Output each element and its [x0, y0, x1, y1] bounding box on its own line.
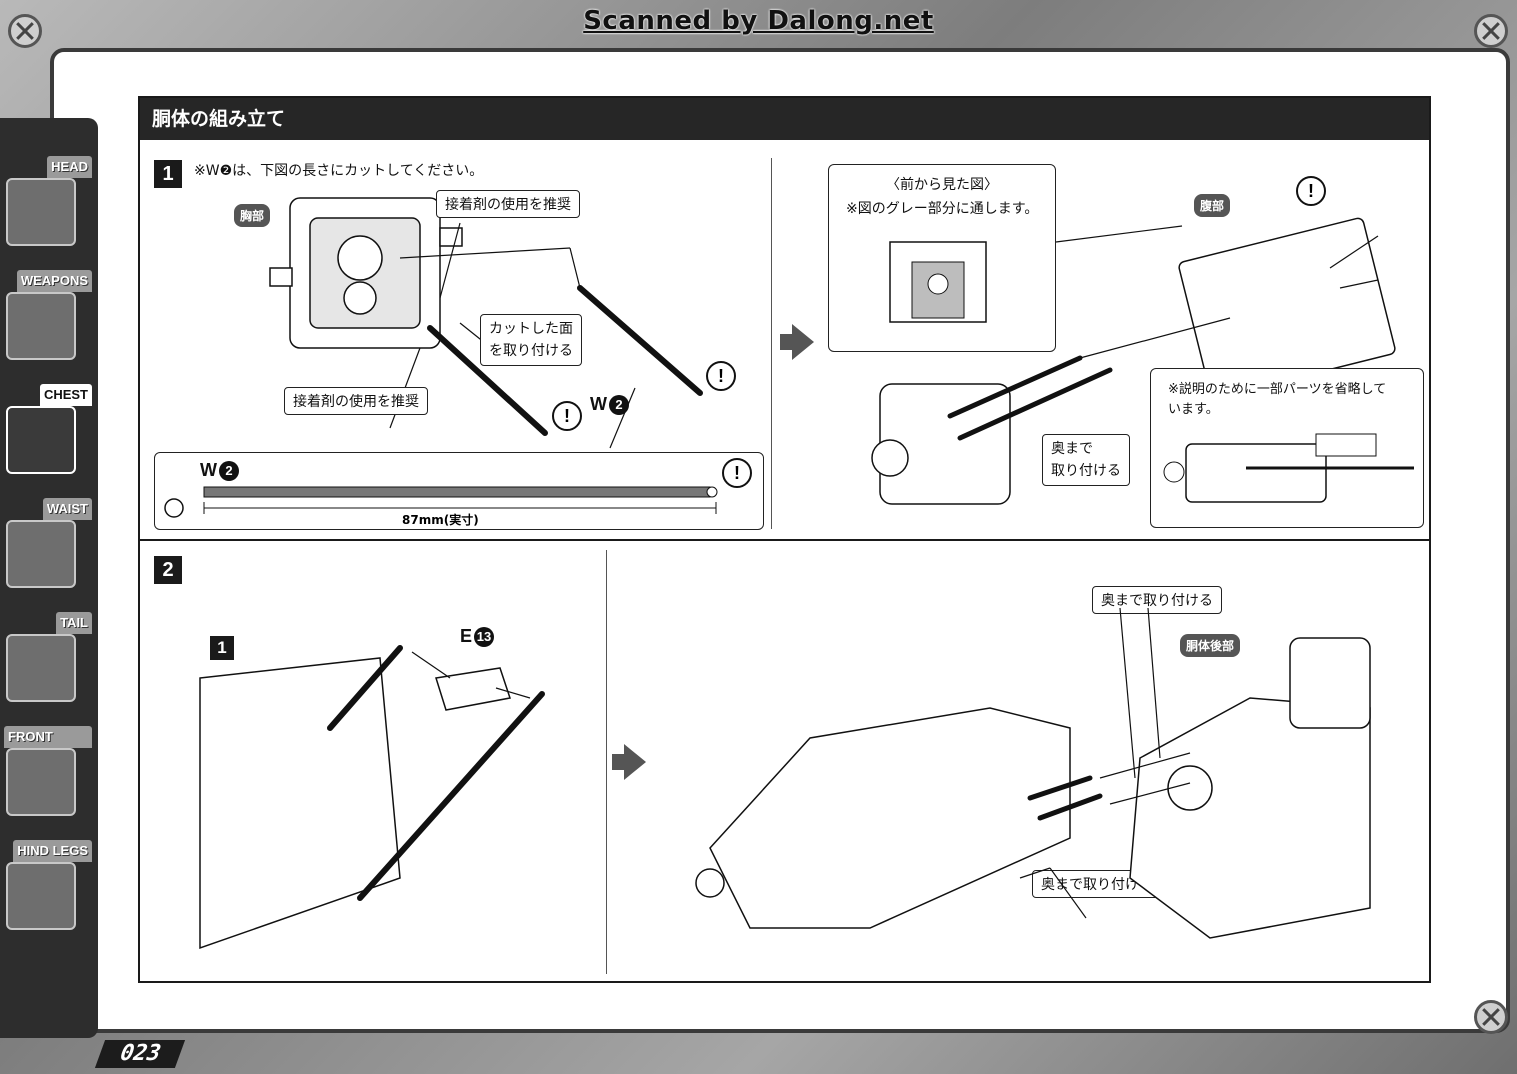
caution-icon: !	[706, 361, 736, 391]
cut-instruction-note: ※W❷は、下図の長さにカットしてください。	[194, 163, 484, 179]
part-number: 2	[219, 461, 239, 482]
caution-icon: !	[552, 401, 582, 431]
chest-assembly-diagram	[269, 197, 703, 449]
abdomen-tag: 腹部	[1194, 194, 1231, 217]
abdomen-assembly-diagram	[871, 217, 1396, 505]
part-letter: E	[460, 626, 473, 646]
section-title: 胴体の組み立て	[140, 98, 1429, 140]
chest-icon	[6, 406, 76, 474]
tab-tail[interactable]: TAIL	[4, 612, 92, 718]
tail-icon	[6, 634, 76, 702]
rod-clip-diagram	[199, 645, 545, 950]
page-number: 023	[94, 1040, 186, 1068]
body-join-diagram	[695, 607, 1371, 939]
part-number: 13	[474, 627, 495, 648]
corner-screw-icon	[8, 14, 42, 48]
insert-fully-callout: 奥まで取り付ける	[1092, 586, 1222, 614]
panel-divider	[771, 158, 772, 529]
tab-label: WAIST	[42, 498, 92, 520]
step-number: 1	[154, 160, 182, 188]
tab-label: HEAD	[47, 156, 92, 178]
tab-label: WEAPONS	[16, 270, 92, 292]
omitted-parts-note: ※説明のために一部パーツを省略して います。	[1168, 382, 1387, 417]
measure-length: 87mm(実寸)	[402, 513, 479, 527]
weapons-icon	[6, 292, 76, 360]
omitted-parts-diagram	[1163, 433, 1414, 503]
front-view-title: 〈前から見た図〉	[886, 177, 998, 193]
tab-front-legs[interactable]: FRONT LEGS	[4, 726, 92, 832]
tab-label: HIND LEGS	[13, 840, 92, 862]
glue-recommended-callout: 接着剤の使用を推奨	[436, 190, 580, 218]
flow-arrow-icon	[612, 744, 646, 780]
tab-waist[interactable]: WAIST	[4, 498, 92, 604]
panel-divider	[606, 550, 607, 974]
corner-screw-icon	[1474, 1000, 1508, 1034]
rear-body-tag: 胴体後部	[1180, 634, 1241, 657]
front-legs-icon	[6, 748, 76, 816]
caution-icon: !	[722, 458, 752, 488]
sub-step-number: 1	[210, 636, 234, 660]
caution-icon: !	[1296, 176, 1326, 206]
actual-size-rod	[164, 486, 718, 518]
step-number: 2	[154, 556, 182, 584]
front-view-diagram	[889, 241, 987, 323]
instruction-panel: 胴体の組み立て 1 ※W❷は、下図の長さにカットしてください。 胸部 接着剤の使…	[138, 96, 1431, 983]
tab-label: TAIL	[56, 612, 92, 634]
part-letter: W	[200, 460, 217, 480]
step-divider	[140, 539, 1429, 541]
tab-label: CHEST	[39, 384, 92, 406]
part-number: 2	[609, 395, 629, 416]
tab-chest[interactable]: CHEST	[4, 384, 92, 490]
flow-arrow-icon	[780, 324, 814, 360]
front-view-note: ※図のグレー部分に通します。	[846, 201, 1039, 217]
waist-icon	[6, 520, 76, 588]
tab-weapons[interactable]: WEAPONS	[4, 270, 92, 376]
tab-hind-legs[interactable]: HIND LEGS	[4, 840, 92, 946]
cut-face-callout: カットした面 を取り付ける	[480, 314, 582, 366]
section-tab-rail: HEAD WEAPONS CHEST WAIST TAIL FRONT LEGS…	[0, 118, 98, 1038]
glue-recommended-callout: 接着剤の使用を推奨	[284, 387, 428, 415]
insert-fully-callout: 奥まで 取り付ける	[1042, 434, 1130, 486]
head-icon	[6, 178, 76, 246]
part-letter: W	[590, 394, 607, 414]
watermark: Scanned by Dalong.net	[583, 6, 934, 36]
hind-legs-icon	[6, 862, 76, 930]
corner-screw-icon	[1474, 14, 1508, 48]
chest-tag: 胸部	[234, 204, 271, 227]
tab-head[interactable]: HEAD	[4, 156, 92, 262]
tab-label: FRONT LEGS	[4, 726, 92, 766]
